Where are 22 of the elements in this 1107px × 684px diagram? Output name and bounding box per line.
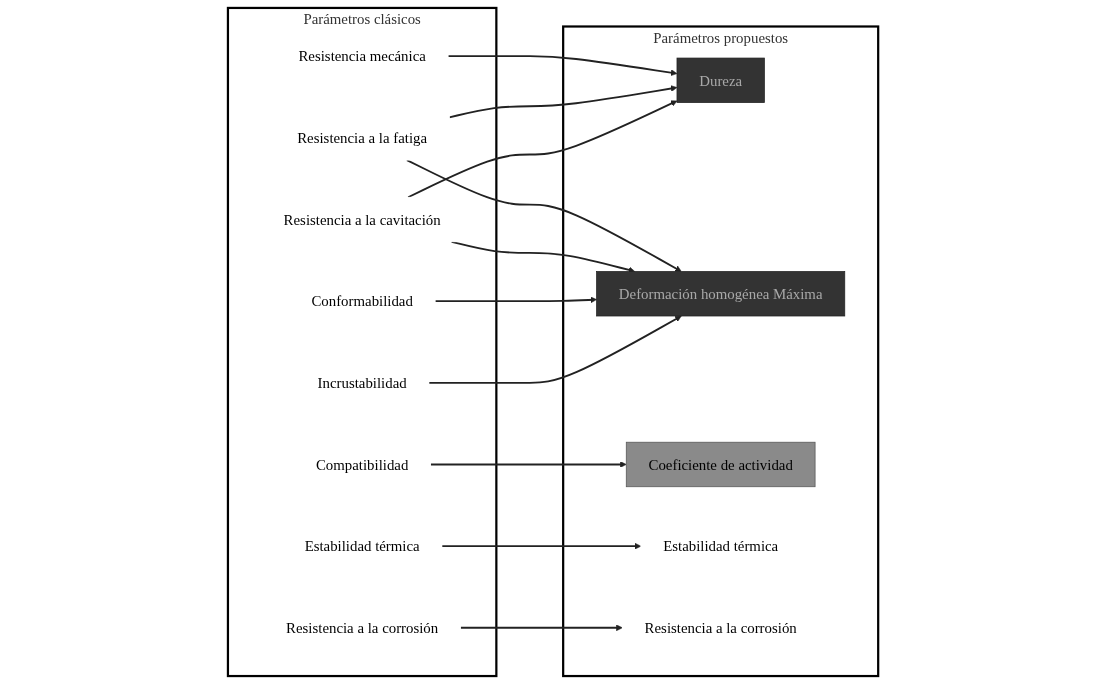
node-text: Resistencia mecánica xyxy=(298,48,427,65)
node-text: Resistencia a la corrosión xyxy=(286,619,439,636)
arrow xyxy=(447,55,678,76)
node-text: Incrustabilidad xyxy=(318,374,408,391)
node-box: Dureza xyxy=(677,57,766,103)
arrow xyxy=(430,461,627,468)
arrow xyxy=(460,624,624,632)
node-text: Compatibilidad xyxy=(316,456,409,473)
arrow xyxy=(448,85,678,119)
node-text: Resistencia a la cavitación xyxy=(284,211,442,228)
node-text: Resistencia a la fatiga xyxy=(297,129,428,147)
node-text: Estabilidad térmica xyxy=(305,537,421,555)
node-text: Estabilidad térmica xyxy=(663,537,779,555)
arrow xyxy=(406,159,683,272)
node-text: Resistencia a la corrosión xyxy=(645,619,798,636)
node-box: Coeficiente de actividad xyxy=(626,441,816,488)
node-box: Deformación homogénea Máxima xyxy=(596,271,846,317)
node-text: Conformabilidad xyxy=(311,293,414,310)
arrow xyxy=(434,296,598,304)
arrow xyxy=(441,542,642,550)
arrow xyxy=(407,100,678,199)
arrow xyxy=(428,315,683,384)
